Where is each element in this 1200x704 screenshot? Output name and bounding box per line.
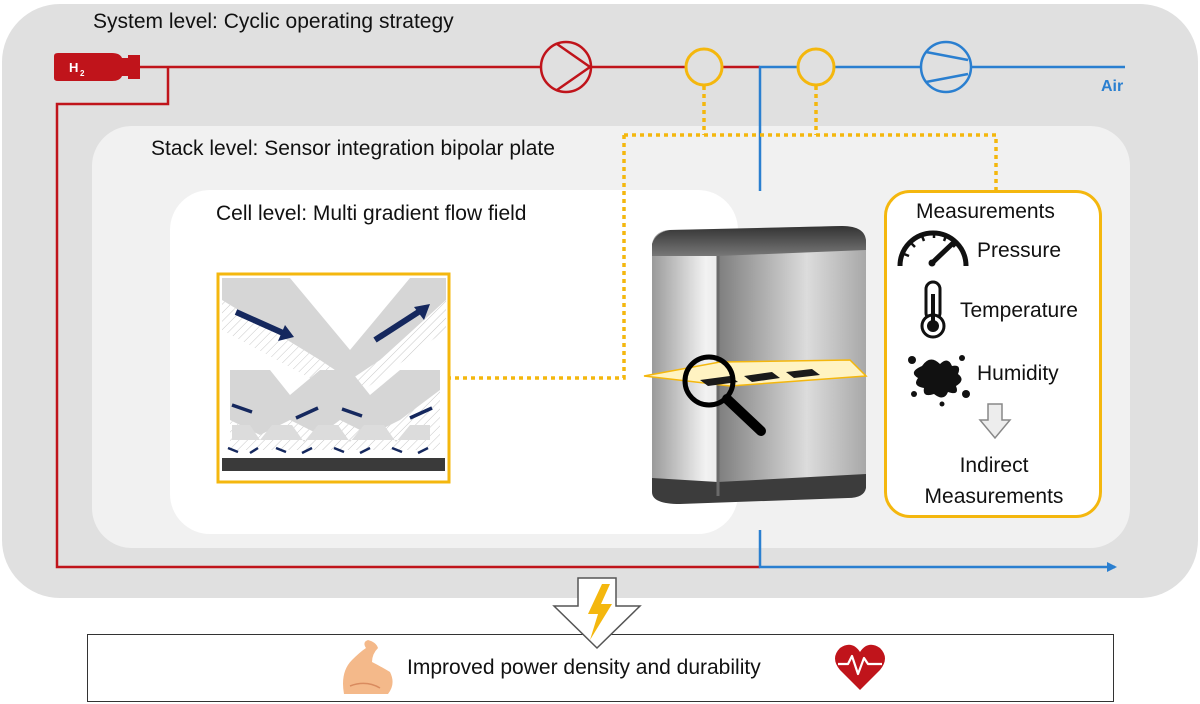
splash-icon xyxy=(908,355,970,407)
system-level-title: System level: Cyclic operating strategy xyxy=(93,10,454,33)
sensor-connections xyxy=(450,86,998,380)
muscle-icon xyxy=(343,640,393,694)
hydrogen-tank-icon: H 2 xyxy=(54,53,140,81)
air-label: Air xyxy=(1101,78,1124,95)
pump-icon xyxy=(539,40,593,94)
stack-level-title: Stack level: Sensor integration bipolar … xyxy=(151,137,555,160)
humidity-label: Humidity xyxy=(977,362,1059,385)
cell-level-title: Cell level: Multi gradient flow field xyxy=(216,202,527,225)
hydrogen-label: H xyxy=(69,60,78,75)
sensor-ring-icon xyxy=(796,47,836,87)
heart-pulse-icon xyxy=(835,644,885,690)
hydrogen-subscript: 2 xyxy=(80,69,85,78)
compressor-icon xyxy=(919,40,973,94)
pressure-label: Pressure xyxy=(977,239,1062,262)
air-line xyxy=(758,65,1125,572)
indirect-measurements-label: Indirect Measurements xyxy=(924,454,1064,508)
magnifier-icon xyxy=(682,354,766,436)
lightning-arrow-icon xyxy=(552,577,642,650)
sensor-ring-icon xyxy=(684,47,724,87)
temperature-label: Temperature xyxy=(960,299,1078,322)
flow-field-diagram xyxy=(216,272,451,484)
thermometer-icon xyxy=(920,280,946,339)
gauge-icon xyxy=(897,230,969,267)
down-arrow-icon xyxy=(978,403,1012,440)
fuel-cell-stack xyxy=(643,226,868,504)
hydrogen-line xyxy=(55,65,760,569)
result-text: Improved power density and durability xyxy=(407,656,761,679)
measurements-box xyxy=(884,190,1102,518)
measurements-heading: Measurements xyxy=(916,200,1055,223)
